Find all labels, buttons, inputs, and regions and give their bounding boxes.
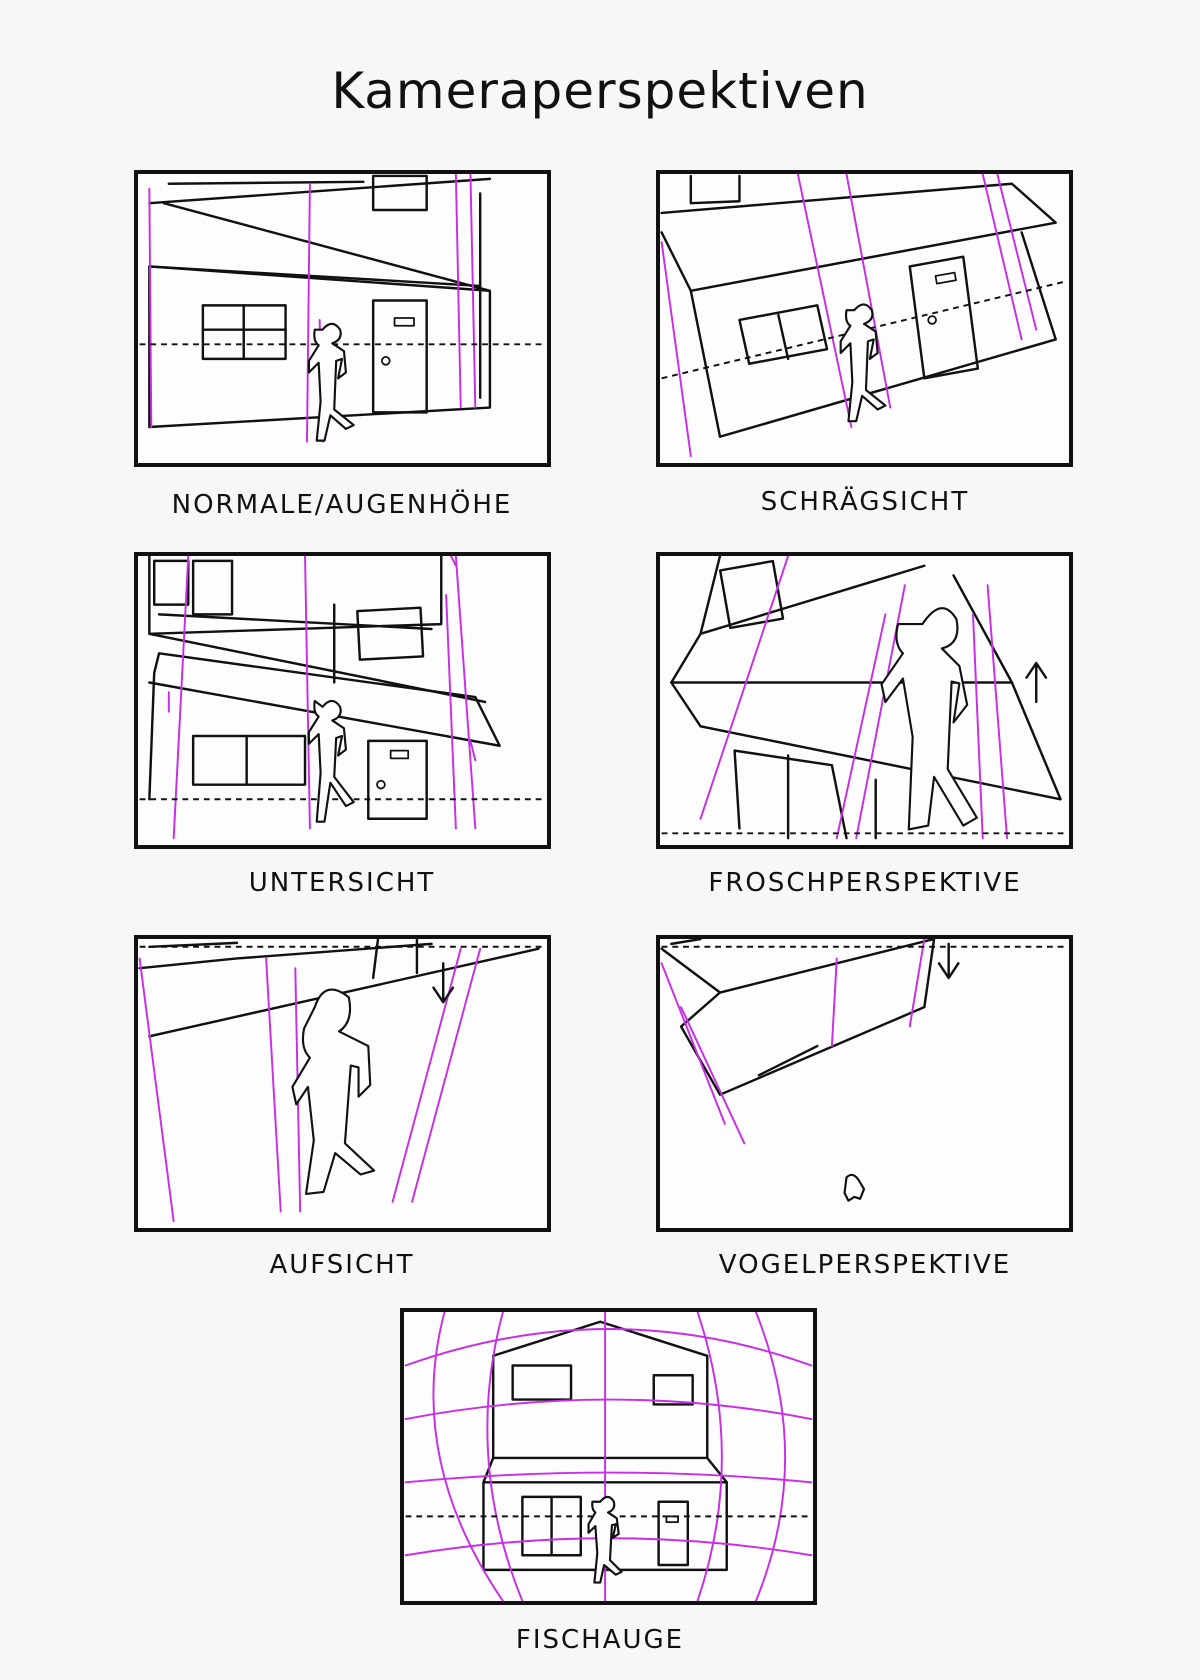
caption-frosch: FROSCHPERSPEKTIVE xyxy=(708,868,1022,898)
illustration-frosch xyxy=(661,556,1068,840)
caption-vogel: VOGELPERSPEKTIVE xyxy=(718,1250,1012,1280)
panel-auf xyxy=(134,935,551,1232)
illustration-schraeg xyxy=(660,174,1068,458)
caption-unter: UNTERSICHT xyxy=(248,868,436,898)
illustration-fisch xyxy=(404,1312,813,1601)
caption-schraeg: SCHRÄGSICHT xyxy=(760,487,970,517)
page-title: Kameraperspektiven xyxy=(331,62,869,120)
illustration-auf xyxy=(138,939,546,1223)
illustration-vogel xyxy=(660,939,1068,1202)
caption-auf: AUFSICHT xyxy=(269,1250,415,1280)
caption-normal: NORMALE/AUGENHÖHE xyxy=(171,490,513,520)
panel-normal xyxy=(134,170,551,467)
illustration-normal xyxy=(139,174,546,443)
panel-frosch xyxy=(656,552,1073,849)
illustration-unter xyxy=(139,556,546,840)
panel-fisch xyxy=(400,1308,817,1605)
panel-vogel xyxy=(656,935,1073,1232)
panel-schraeg xyxy=(656,170,1073,467)
caption-fisch: FISCHAUGE xyxy=(515,1625,685,1655)
panel-unter xyxy=(134,552,551,849)
